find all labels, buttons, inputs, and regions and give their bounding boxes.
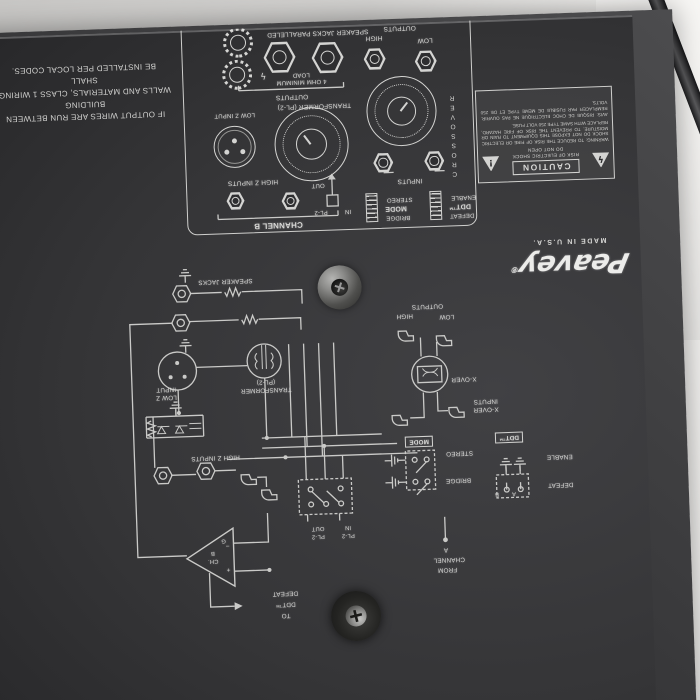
schem-sw-a: A bbox=[511, 490, 517, 497]
lightning-triangle-icon: ϟ bbox=[592, 152, 610, 168]
mode-switch-icon bbox=[365, 192, 379, 223]
legend-outputs-bracket: OUTPUTS bbox=[275, 92, 309, 101]
schem-to-ddt: DDT™ bbox=[275, 600, 296, 609]
schem-high: HIGH bbox=[396, 312, 414, 320]
schem-enable: ENABLE bbox=[546, 452, 573, 461]
schem-ddt: DDT™ bbox=[494, 431, 524, 444]
schem-low: LOW bbox=[439, 312, 455, 321]
wiring-warning-text: IF OUTPUT WIRES ARE RUN BETWEEN BUILDING… bbox=[0, 59, 184, 126]
schem-from: CHANNEL bbox=[433, 555, 466, 564]
schem-bridge: BRIDGE bbox=[445, 476, 472, 485]
legend-mode: MODE bbox=[384, 204, 407, 213]
schem-defeat: DEFEAT bbox=[547, 480, 574, 489]
legend-load: LOAD bbox=[292, 71, 310, 78]
schem-pl2-in: IN bbox=[344, 524, 352, 531]
schem-transformer: (PL-2) bbox=[256, 378, 276, 386]
lightning-glyph: ϟ bbox=[597, 153, 604, 164]
block-schematic: SPEAKER JACKS LOW Z INPUT TRANSFORMER (P… bbox=[106, 256, 575, 669]
schem-xover-inputs: X-OVER bbox=[473, 405, 499, 414]
legend-pl2: PL-2 bbox=[314, 208, 328, 216]
schem-amp-ch: CH. bbox=[207, 557, 219, 565]
exclamation-triangle-icon: ! bbox=[482, 156, 500, 172]
legend-pl2-in: IN bbox=[344, 207, 352, 215]
legend-ddt: DDT™ bbox=[448, 202, 472, 210]
flash-mark: ϟ bbox=[259, 69, 267, 80]
schem-to-ddt: TO bbox=[281, 611, 291, 620]
schem-pl2-out: OUT bbox=[311, 525, 325, 532]
schematic-wiring bbox=[129, 268, 530, 611]
caution-title-block: CAUTION RISK OF ELECTRIC SHOCK DO NOT OP… bbox=[499, 145, 593, 178]
schem-to-ddt: DEFEAT bbox=[272, 589, 299, 598]
legend-high: HIGH bbox=[365, 34, 383, 42]
legend-mode-stereo: STEREO bbox=[386, 195, 413, 203]
caution-title: CAUTION bbox=[512, 158, 580, 176]
caution-avis-text: AVIS: RISQUE DE CHOC ELECTRIQUE NE PAS O… bbox=[480, 100, 608, 121]
amplifier-panel-face: IF OUTPUT WIRES ARE RUN BETWEEN BUILDING… bbox=[0, 14, 668, 700]
legend-ddt-enable: ENABLE bbox=[450, 193, 477, 201]
schem-from: A bbox=[443, 546, 449, 554]
legend-pl2-out: OUT bbox=[311, 181, 325, 189]
legend-channel-b: CHANNEL B bbox=[253, 220, 303, 231]
schem-pl2-in: PL-2 bbox=[341, 531, 355, 539]
schem-low-z: LOW Z bbox=[155, 393, 177, 402]
schem-sw-b: B bbox=[494, 490, 500, 498]
legend-inputs: INPUTS bbox=[397, 176, 423, 185]
caution-header: ϟ CAUTION RISK OF ELECTRIC SHOCK DO NOT … bbox=[482, 145, 610, 179]
schem-amp-minus: − bbox=[225, 541, 230, 549]
schem-amp-plus: + bbox=[226, 565, 231, 573]
connection-legend-box: CHANNEL B HIGH Z INPUTS IN PL-2 OUT BRID… bbox=[180, 14, 478, 236]
caution-warning-text: WARNING: TO REDUCE THE RISK OF FIRE OR E… bbox=[481, 120, 609, 147]
schem-outputs: OUTPUTS bbox=[411, 302, 444, 311]
legend-low: LOW bbox=[417, 36, 433, 44]
panel-screw bbox=[316, 264, 363, 311]
schem-stereo: STEREO bbox=[445, 449, 474, 458]
schem-low-z: INPUT bbox=[155, 385, 177, 394]
schem-from: FROM bbox=[437, 565, 458, 574]
schem-amp-b: B bbox=[210, 549, 215, 556]
schem-pl2-out: PL-2 bbox=[311, 532, 325, 540]
schem-xover: X-OVER bbox=[451, 375, 477, 383]
legend-brackets bbox=[217, 82, 445, 221]
caution-label: ϟ CAUTION RISK OF ELECTRIC SHOCK DO NOT … bbox=[474, 85, 615, 184]
panel-screw bbox=[330, 590, 382, 642]
exclamation-glyph: ! bbox=[488, 157, 494, 168]
ddt-switch-icon bbox=[429, 190, 443, 221]
legend-mode-bridge: BRIDGE bbox=[385, 213, 411, 221]
legend-ddt-defeat: DEFEAT bbox=[449, 211, 475, 219]
schem-mode: MODE bbox=[405, 435, 434, 448]
schem-xover-inputs: INPUTS bbox=[473, 397, 498, 406]
legend-outputs: OUTPUTS bbox=[383, 24, 416, 33]
made-in-usa: MADE IN U.S.A. bbox=[531, 235, 607, 246]
